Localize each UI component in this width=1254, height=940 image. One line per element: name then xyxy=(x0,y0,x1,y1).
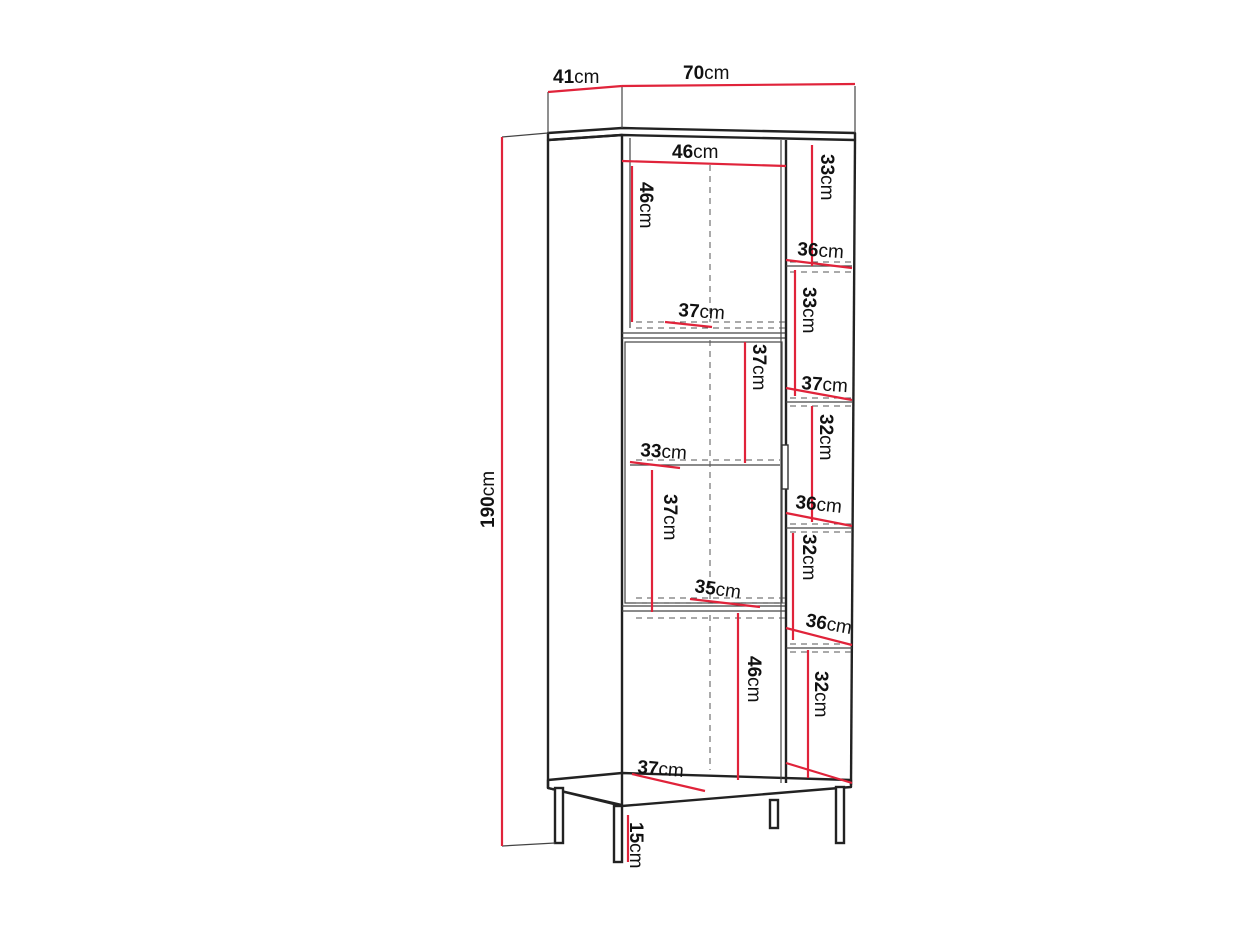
overall-guides xyxy=(501,86,856,847)
right-shelf2-line xyxy=(785,386,853,402)
label-right-shelf2-depth: 37cm xyxy=(801,373,849,397)
label-left-shelf2-depth: 35cm xyxy=(693,576,742,603)
left-shelf1-line xyxy=(664,320,713,329)
label-height: 190cm xyxy=(478,471,499,528)
right-bottom-line xyxy=(785,761,853,785)
label-depth: 41cm xyxy=(553,67,599,88)
dimension-lines xyxy=(500,82,856,862)
left-shelf2-line xyxy=(689,597,761,609)
label-left-shelf1-depth: 37cm xyxy=(678,300,726,324)
width-line xyxy=(621,82,856,88)
left-bottom-depth-line xyxy=(631,772,706,793)
label-left-mid-height: 37cm xyxy=(748,344,769,390)
label-left-top-width: 46cm xyxy=(672,142,718,163)
right-shelf4-line xyxy=(785,626,853,647)
left-mid-depth-line xyxy=(629,460,681,470)
label-right-shelf1-depth: 36cm xyxy=(797,239,845,263)
hidden-lines xyxy=(636,165,852,770)
label-left-bottom-height: 46cm xyxy=(743,656,764,702)
label-leg: 15cm xyxy=(625,822,646,868)
label-right-shelf3-depth: 36cm xyxy=(794,492,842,518)
dimension-labels: 41cm 70cm 190cm 15cm 46cm 46cm 37cm 37cm… xyxy=(478,63,854,868)
label-right-h5: 32cm xyxy=(810,671,831,717)
label-right-top-height: 33cm xyxy=(816,154,837,200)
label-left-top-height: 46cm xyxy=(635,182,656,228)
label-right-h4: 32cm xyxy=(798,534,819,580)
label-right-shelf4-depth: 36cm xyxy=(804,610,853,639)
depth-line xyxy=(547,84,623,94)
left-top-width-line xyxy=(621,159,787,168)
label-left-mid-depth: 33cm xyxy=(640,440,688,464)
label-right-h2: 33cm xyxy=(798,287,819,333)
label-right-h3: 32cm xyxy=(815,414,836,460)
right-shelf1-line xyxy=(785,258,853,270)
label-left-bottom-depth: 37cm xyxy=(637,757,685,782)
cabinet-legs xyxy=(553,785,846,864)
label-width: 70cm xyxy=(683,63,729,84)
cabinet-body xyxy=(546,126,857,808)
right-shelf3-line xyxy=(785,511,853,528)
label-left-low-height: 37cm xyxy=(659,494,680,540)
